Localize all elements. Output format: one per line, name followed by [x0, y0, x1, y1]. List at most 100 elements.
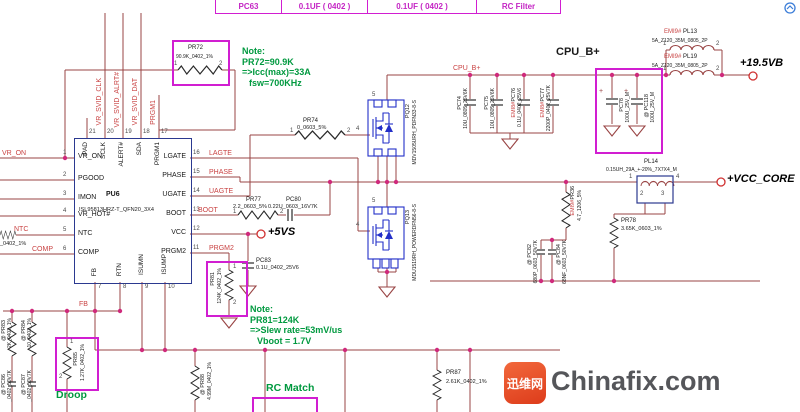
- pin-num: 1: [233, 264, 237, 270]
- watermark-logo: 迅维网: [504, 362, 546, 404]
- pin-num: 3: [661, 191, 665, 197]
- corner-action-icon[interactable]: [784, 2, 796, 14]
- ic-pin-name-comp: COMP: [78, 249, 99, 256]
- power-label-5vs: +5VS: [268, 226, 296, 238]
- ic-pin-num: 5: [63, 227, 67, 233]
- pin-num: 5: [372, 92, 376, 98]
- ic-pin-num: 15: [193, 169, 200, 175]
- ic-pin-name-prgm2: PRGM2: [161, 248, 186, 255]
- highlight-box-pr81: [206, 261, 248, 317]
- net-label-vr-svid-clk: VR_SVID_CLK: [96, 78, 103, 126]
- ic-pin-num: 17: [161, 129, 168, 135]
- net-label-prgm1: PRGM1: [150, 100, 157, 125]
- component-value-pc76: 0.1U_0402_25V6: [517, 88, 523, 127]
- ic-pin-name-fb: FB: [91, 268, 98, 277]
- ic-pin-num: 12: [193, 226, 200, 232]
- pin-num: 1: [663, 66, 667, 72]
- inductor-pl14-body: [636, 175, 674, 204]
- inductor-pl19-symbol: [669, 69, 715, 76]
- ic-pin-num: 8: [123, 284, 127, 290]
- component-ref-pl13: EMI9# PL13: [664, 29, 698, 35]
- ic-pin-num: 18: [143, 129, 150, 135]
- note-pr81: Note: PR81=124K =>Slew rate=53mV/us Vboo…: [250, 304, 342, 346]
- ic-pin-num: 11: [193, 245, 200, 251]
- component-ref-pq13: PQ13: [405, 210, 411, 225]
- pin-num: 2: [716, 41, 720, 47]
- ic-pin-num: 10: [168, 284, 175, 290]
- highlight-box-output-caps: [595, 68, 663, 154]
- component-value-pc74: 10U_0805_25V6K: [463, 88, 469, 129]
- component-value-pr87: 2.61K_0402_1%: [446, 379, 487, 385]
- ic-pin-name-ugate: UGATE: [162, 191, 186, 198]
- spec-table-cell: 0.1UF ( 0402 ): [367, 0, 476, 13]
- ic-pin-name-rtn: RTN: [116, 263, 123, 277]
- pin-num: 1: [290, 128, 294, 134]
- highlight-box-rc-match: [252, 397, 318, 412]
- ic-pin-name-isump: ISUMP: [161, 254, 168, 275]
- highlight-box-pr72: [172, 40, 230, 86]
- net-label-vr-svid-dat: VR_SVID_DAT: [132, 78, 139, 126]
- port-19v5-circle: [748, 71, 758, 81]
- net-label-vr-svid-alrt: VR_SVID_ALRT#: [114, 72, 121, 128]
- component-value-pc78: 100U_25V_M: [625, 92, 631, 123]
- ic-pin-num: 4: [63, 208, 67, 214]
- resistor-pr77-symbol: [237, 210, 279, 220]
- port-5vs-circle: [256, 229, 266, 239]
- resistor-pr87-symbol: [432, 369, 442, 401]
- net-label-vr-on: VR_ON: [2, 150, 27, 157]
- pin-num: 2: [233, 300, 237, 306]
- power-label-19v5: +19.5VB: [740, 57, 784, 69]
- component-value-pl13: 5A_Z120_35M_0805_2P: [652, 38, 708, 44]
- annotation-rc-match: RC Match: [266, 382, 315, 394]
- ic-pin-num: 16: [193, 150, 200, 156]
- net-label-ugate: UAGTE: [209, 188, 234, 195]
- component-part-pq13: MDU1519RH_POWERDFN56-8-S: [412, 204, 418, 281]
- wire-layer: [0, 13, 760, 412]
- ic-pin-num: 14: [193, 188, 200, 194]
- component-value-pr83: 2K_0402_1%: [7, 318, 13, 349]
- component-ref-pl19: EMI9# PL19: [664, 54, 698, 60]
- inductor-pl13-symbol: [669, 44, 715, 51]
- component-part-pq12: MDV1505URH_PDFN33-8-S: [412, 100, 418, 165]
- net-label-fb: FB: [79, 301, 88, 308]
- junction-dots: [9, 72, 725, 353]
- component-value-pr85: 1.27K_0402_1%: [80, 344, 86, 381]
- ic-pin-num: 19: [125, 129, 132, 135]
- watermark-site-link[interactable]: Chinafix.com: [551, 366, 721, 396]
- ic-pin-name-vcc: VCC: [171, 229, 186, 236]
- component-ref-pc83: PC83: [256, 258, 272, 264]
- component-ref-pc80: PC80: [286, 197, 302, 203]
- ic-pin-num: 3: [63, 191, 67, 197]
- inductor-pl14-symbol: [640, 180, 675, 187]
- pin-num: 1: [174, 61, 178, 67]
- resistor-pr78-symbol: [609, 217, 619, 249]
- component-value-pc75: 10U_0805_25V6K: [490, 88, 496, 129]
- pin-num: 1: [233, 209, 237, 215]
- ic-pin-num: 9: [145, 284, 149, 290]
- component-value-pr81: 124K_0402_1%: [217, 268, 223, 304]
- ic-ref: PU6: [106, 191, 120, 198]
- mosfet-pq12-body: [367, 99, 405, 157]
- polarity-plus: +: [624, 88, 629, 95]
- note-line: fsw=700KHz: [249, 77, 302, 88]
- pin-num: 2: [347, 128, 351, 134]
- ic-pin-num: 1: [63, 150, 67, 156]
- ic-pin-name-imon: IMON: [78, 194, 97, 201]
- resistor-pr74-symbol: [294, 130, 346, 140]
- ic-pin-num: 20: [107, 129, 114, 135]
- component-ref-pr78: PR78: [621, 218, 637, 224]
- component-ref-pr88: @ PR88: [200, 374, 206, 395]
- component-value-pc83: 0.1U_0402_25V6: [256, 265, 299, 271]
- ic-pin-name-phase: PHASE: [162, 172, 186, 179]
- note-pr72: Note: PR72=90.9K =>Icc(max)=33A fsw=700K…: [242, 46, 311, 88]
- ic-pin-num: 21: [89, 129, 96, 135]
- component-value-pr84: 10_0402_1%: [27, 318, 33, 348]
- net-label-prgm2: PRGM2: [209, 245, 234, 252]
- pin-num: 4: [356, 126, 360, 132]
- component-value-pl19: 5A_Z120_35M_0805_2P: [652, 63, 708, 69]
- pin-num: 2: [59, 374, 63, 380]
- port-symbols: [256, 71, 758, 239]
- resistor-pr88-symbol: [190, 365, 200, 401]
- spec-table: PC63 0.1UF ( 0402 ) 0.1UF ( 0402 ) RC Fi…: [215, 0, 561, 14]
- component-ref-pq12: PQ12: [405, 104, 411, 119]
